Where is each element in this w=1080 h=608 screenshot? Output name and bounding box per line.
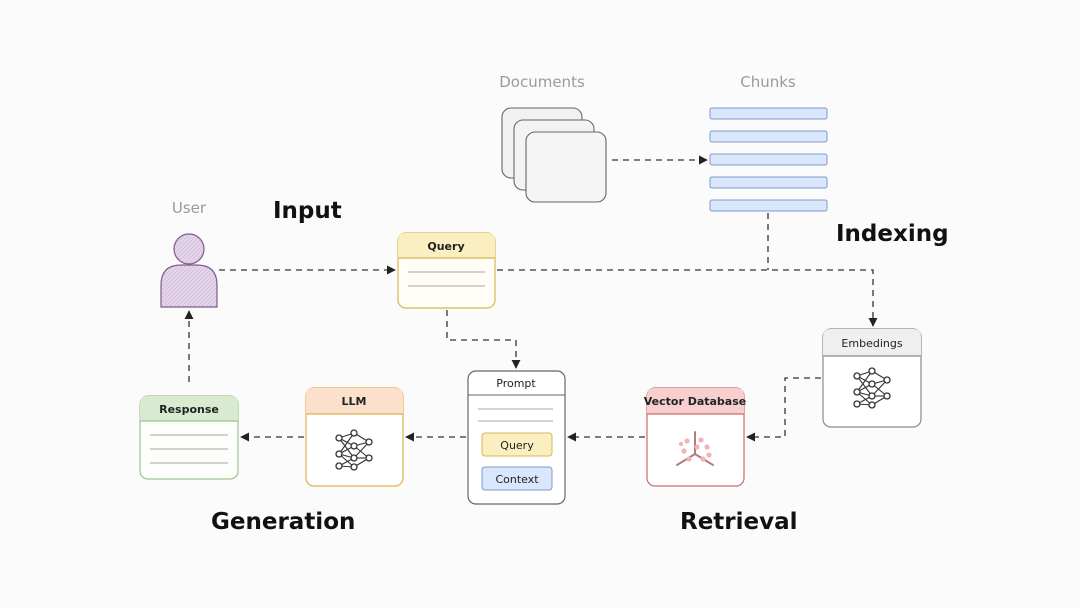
embeddings-card-title: Embedings [841, 337, 902, 350]
chunks-label: Chunks [740, 73, 796, 91]
input-label: Input [273, 198, 342, 224]
prompt-context-chip [481, 466, 553, 491]
chunk-bar [709, 130, 828, 143]
embeddings-card: Embedings [822, 328, 922, 428]
chunk-bar [709, 176, 828, 189]
prompt-query-chip [481, 432, 553, 457]
user-label: User [172, 199, 207, 217]
query-to-prompt-arrow [446, 310, 521, 369]
llm-card-title: LLM [342, 395, 367, 408]
chunk-bar [709, 153, 828, 166]
vector-database-card: Vector Database [644, 387, 747, 487]
to-embeddings-arrow [497, 269, 878, 327]
chunk-bar [709, 107, 828, 120]
response-card: Response [139, 395, 239, 480]
prompt-card: Prompt Query Context [467, 370, 566, 505]
retrieval-label: Retrieval [680, 509, 798, 535]
chunks-stack [709, 107, 828, 212]
embeddings-to-vectordb-arrow [746, 377, 821, 442]
prompt-card-title: Prompt [496, 377, 536, 390]
user-icon [160, 233, 218, 308]
vector-database-title: Vector Database [644, 395, 747, 408]
llm-card: LLM [305, 387, 404, 487]
chunk-bar [709, 199, 828, 212]
query-card: Query [397, 232, 496, 309]
generation-label: Generation [211, 509, 355, 535]
vector-scatter-icon [676, 431, 714, 466]
documents-label: Documents [499, 73, 585, 91]
indexing-label: Indexing [836, 221, 949, 247]
response-card-title: Response [159, 403, 219, 416]
query-card-title: Query [427, 240, 464, 253]
prompt-context-text: Context [495, 473, 539, 486]
prompt-query-text: Query [500, 439, 534, 452]
document-card [525, 131, 607, 203]
documents-stack [501, 107, 607, 203]
